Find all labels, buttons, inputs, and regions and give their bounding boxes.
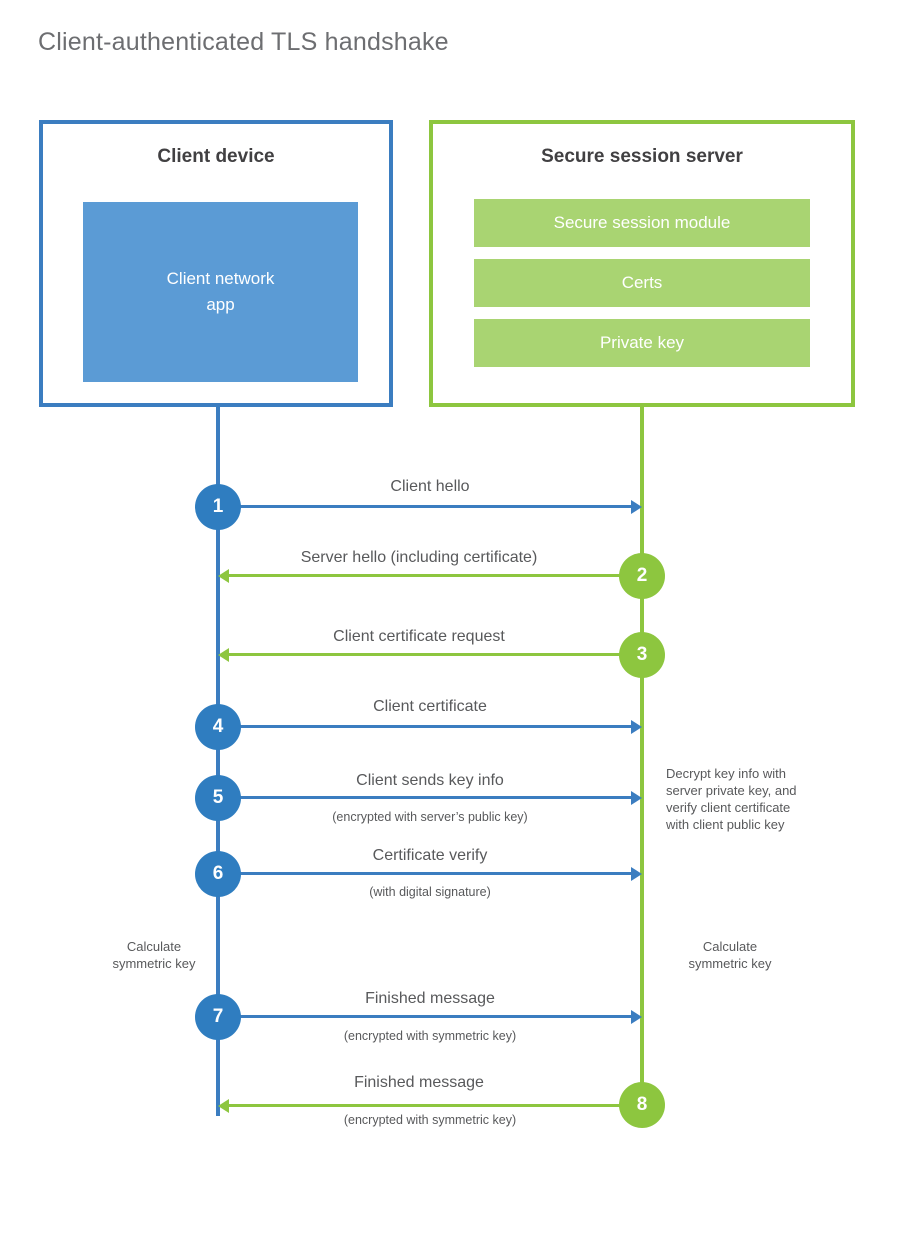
arrowhead-right-icon [631, 1009, 642, 1024]
server-calc-line-1: Calculate [702, 939, 758, 954]
step-1-label: Client hello [390, 478, 470, 495]
secure-session-server-title: Secure session server [541, 146, 743, 167]
server-decrypt-line-1: Decrypt key info with [666, 766, 786, 781]
client-lifeline [216, 404, 220, 1116]
step-3-label: Client certificate request [333, 628, 505, 645]
step-2-arrow [218, 568, 620, 583]
server-component-secure-session-module: Secure session module [474, 199, 810, 247]
step-1-circle: 1 [195, 484, 241, 530]
step-8-sublabel: (encrypted with symmetric key) [343, 1113, 517, 1127]
step-7-circle: 7 [195, 994, 241, 1040]
client-device-title: Client device [157, 146, 275, 167]
step-5-circle: 5 [195, 775, 241, 821]
server-decrypt-line-4: with client public key [666, 817, 785, 832]
step-6-label: Certificate verify [372, 847, 488, 864]
arrowhead-right-icon [631, 719, 642, 734]
step-8-label: Finished message [354, 1074, 484, 1091]
server-component-list: Secure session module Certs Private key [474, 199, 810, 379]
step-5-sublabel: (encrypted with server’s public key) [332, 810, 528, 824]
step-7-arrow [218, 1009, 642, 1024]
server-calculate-symmetric-key-note: Calculate symmetric key [660, 938, 800, 972]
step-5-arrow [218, 790, 642, 805]
step-4-label: Client certificate [373, 698, 487, 715]
arrowhead-right-icon [631, 790, 642, 805]
step-2-label: Server hello (including certificate) [300, 549, 538, 566]
client-calculate-symmetric-key-note: Calculate symmetric key [84, 938, 224, 972]
step-4-circle: 4 [195, 704, 241, 750]
client-calc-line-1: Calculate [126, 939, 182, 954]
arrowhead-right-icon [631, 866, 642, 881]
step-2-circle: 2 [619, 553, 665, 599]
step-4-arrow [218, 719, 642, 734]
step-7-label: Finished message [365, 990, 495, 1007]
step-8-circle: 8 [619, 1082, 665, 1128]
step-1-arrow [218, 499, 642, 514]
server-decrypt-line-3: verify client certificate [666, 800, 791, 815]
step-3-circle: 3 [619, 632, 665, 678]
server-component-private-key: Private key [474, 319, 810, 367]
arrowhead-right-icon [631, 499, 642, 514]
server-decrypt-annotation: Decrypt key info with server private key… [666, 765, 846, 833]
step-6-arrow [218, 866, 642, 881]
server-lifeline [640, 404, 644, 1106]
server-decrypt-line-2: server private key, and [666, 783, 797, 798]
step-3-arrow [218, 647, 620, 662]
server-component-certs: Certs [474, 259, 810, 307]
arrowhead-left-icon [218, 1098, 229, 1113]
step-6-circle: 6 [195, 851, 241, 897]
server-calc-line-2: symmetric key [688, 956, 772, 971]
step-8-arrow [218, 1098, 620, 1113]
step-5-label: Client sends key info [356, 772, 504, 789]
step-6-sublabel: (with digital signature) [369, 885, 491, 899]
page-title: Client-authenticated TLS handshake [38, 28, 449, 56]
arrowhead-left-icon [218, 647, 229, 662]
step-7-sublabel: (encrypted with symmetric key) [343, 1029, 517, 1043]
arrowhead-left-icon [218, 568, 229, 583]
secure-session-server-box: Secure session server Secure session mod… [429, 120, 855, 407]
client-calc-line-2: symmetric key [112, 956, 196, 971]
